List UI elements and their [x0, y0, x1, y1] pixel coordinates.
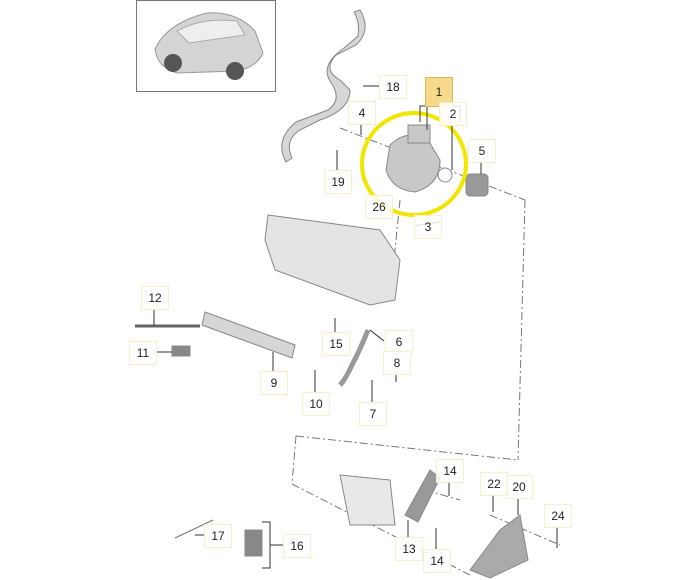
callout-5[interactable]: 5 — [468, 139, 496, 163]
cylinder-head — [264, 214, 401, 306]
parts — [135, 9, 529, 579]
sensor-11 — [171, 345, 191, 357]
callout-2[interactable]: 2 — [439, 102, 467, 126]
callout-22[interactable]: 22 — [480, 472, 508, 496]
camshaft-housing — [339, 474, 396, 526]
callout-11[interactable]: 11 — [129, 341, 157, 365]
callout-9[interactable]: 9 — [260, 371, 288, 395]
callout-12[interactable]: 12 — [141, 286, 169, 310]
chain-tensioner-20 — [469, 514, 529, 579]
callout-7[interactable]: 7 — [359, 402, 387, 426]
callout-3[interactable]: 3 — [414, 215, 442, 239]
callout-14-lower[interactable]: 14 — [423, 549, 451, 573]
callout-10[interactable]: 10 — [302, 392, 330, 416]
callout-17[interactable]: 17 — [204, 524, 232, 548]
leader-lines — [153, 85, 558, 569]
seal-kit-16 — [244, 529, 263, 557]
callout-16[interactable]: 16 — [283, 534, 311, 558]
callout-18[interactable]: 18 — [379, 75, 407, 99]
callout-19[interactable]: 19 — [324, 170, 352, 194]
fuel-rail-9 — [201, 311, 296, 359]
callout-8[interactable]: 8 — [383, 351, 411, 375]
pin-17 — [174, 519, 214, 539]
vent-hose-18 — [281, 9, 366, 163]
callout-26[interactable]: 26 — [365, 195, 393, 219]
o-ring-2 — [437, 167, 453, 183]
chain-guide-13 — [404, 469, 441, 523]
callout-13[interactable]: 13 — [395, 537, 423, 561]
callout-20[interactable]: 20 — [505, 475, 533, 499]
callout-15[interactable]: 15 — [322, 332, 350, 356]
pump-outlet — [407, 124, 431, 144]
high-pressure-pump — [385, 134, 441, 193]
callout-14-upper[interactable]: 14 — [436, 459, 464, 483]
tappet-5 — [465, 173, 489, 197]
fuel-line-6 — [338, 329, 371, 387]
callout-4[interactable]: 4 — [348, 101, 376, 125]
vehicle-thumbnail[interactable] — [136, 0, 276, 92]
callout-24[interactable]: 24 — [544, 504, 572, 528]
car-icon — [154, 12, 264, 80]
